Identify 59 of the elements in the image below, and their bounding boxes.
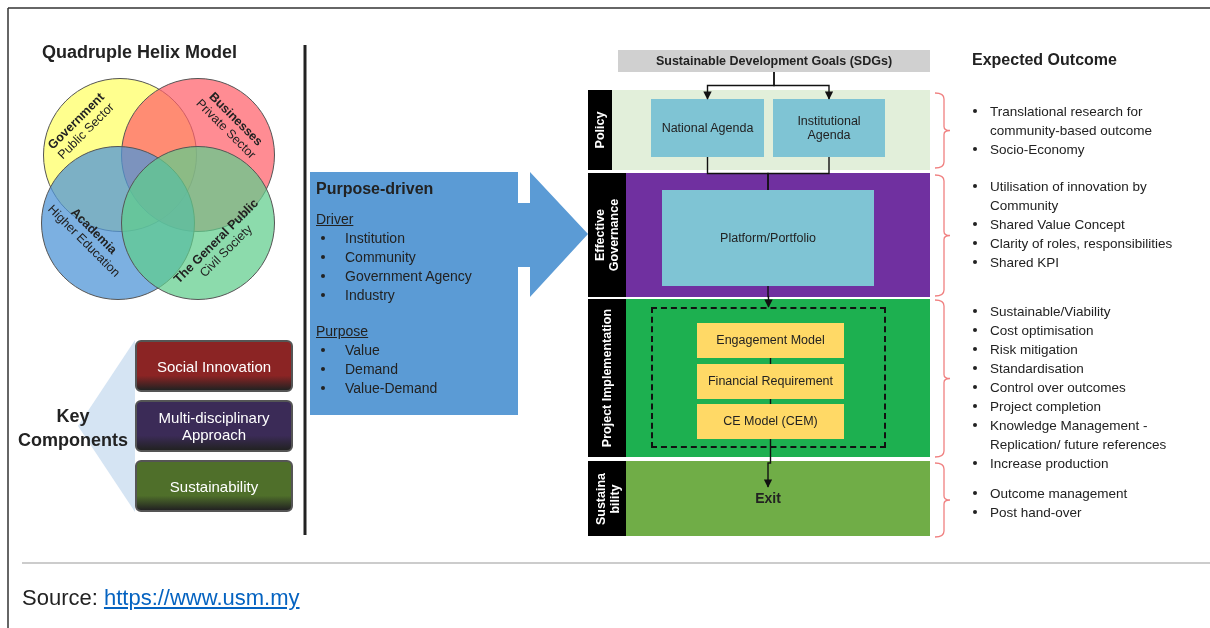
- bullet-item: Risk mitigation: [968, 340, 1208, 359]
- bullet-item: Cost optimisation: [968, 321, 1208, 340]
- connector-line: [769, 357, 772, 365]
- bullet-item: Shared Value Concept: [968, 215, 1208, 234]
- bullet-item: Industry: [316, 286, 512, 305]
- bullet-item: Post hand-over: [968, 503, 1208, 522]
- subheading: Purpose: [316, 322, 370, 341]
- connector-line: [769, 398, 772, 405]
- band-label: Policy: [593, 111, 607, 149]
- source-text: Source:: [22, 585, 98, 610]
- component-box: Social Innovation: [135, 340, 293, 392]
- swimlane-band: [588, 299, 930, 457]
- bullet-item: Translational research for community-based outcome: [968, 102, 1208, 140]
- dashed-box: [651, 307, 886, 448]
- band-label: Project Implementation: [600, 308, 614, 448]
- bullet-item: Standardisation: [968, 359, 1208, 378]
- bullet-item: Institution: [316, 229, 512, 248]
- process-box: CE Model (CEM): [697, 404, 844, 439]
- bullet-item: Project completion: [968, 397, 1208, 416]
- arrow: [763, 438, 773, 488]
- process-box: National Agenda: [651, 99, 764, 157]
- bullet-item: Increase production: [968, 454, 1208, 473]
- band-label: Effective Governance: [593, 197, 621, 274]
- exit-label: Exit: [742, 487, 794, 509]
- bullet-item: Utilisation of innovation by Community: [968, 177, 1208, 215]
- subheading: Driver: [316, 210, 355, 229]
- purpose-box: [310, 172, 518, 415]
- heading: Expected Outcome: [972, 51, 1117, 69]
- swimlane-band: [588, 173, 930, 297]
- heading: Quadruple Helix Model: [42, 42, 238, 63]
- bullet-item: Sustainable/Viability: [968, 302, 1208, 321]
- band-label: Sustaina bility: [593, 471, 621, 527]
- bullet-item: Socio-Economy: [968, 140, 1208, 159]
- bullet-item: Clarity of roles, responsibilities: [968, 234, 1208, 253]
- box-title: Purpose-driven: [316, 180, 435, 198]
- source-link: https://www.usm.my: [103, 585, 300, 610]
- bullet-item: Demand: [316, 360, 512, 379]
- bullet-item: Knowledge Management - Replication/ future references: [968, 416, 1208, 454]
- block-arrow: [518, 172, 588, 297]
- bullet-item: Community: [316, 248, 512, 267]
- bullet-item: Value: [316, 341, 512, 360]
- bullet-item: Value-Demand: [316, 379, 512, 398]
- component-box: Sustainability: [135, 460, 293, 512]
- process-box: Financial Requirement: [697, 364, 844, 399]
- process-box: Institutional Agenda: [773, 99, 885, 157]
- bullet-item: Government Agency: [316, 267, 512, 286]
- process-box: Platform/Portfolio: [662, 190, 874, 286]
- arrow: [773, 71, 834, 100]
- component-box: Multi-disciplinary Approach: [135, 400, 293, 452]
- bullet-item: Shared KPI: [968, 253, 1208, 272]
- bullet-item: Outcome management: [968, 484, 1208, 503]
- process-box: Engagement Model: [697, 323, 844, 358]
- arrow: [764, 285, 773, 308]
- goal-banner: Sustainable Development Goals (SDGs): [618, 50, 930, 72]
- bullet-item: Control over outcomes: [968, 378, 1208, 397]
- swimlane-band: [588, 90, 930, 170]
- connector-line: [767, 156, 830, 191]
- swimlane-band: [588, 461, 930, 536]
- heading: Key Components: [17, 405, 129, 452]
